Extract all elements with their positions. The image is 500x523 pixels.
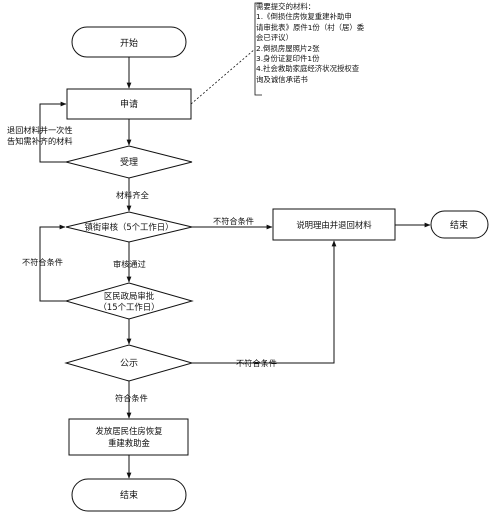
approve-label-line1: 区民政局审批: [104, 291, 155, 301]
approve-label-line2: （15个工作日）: [99, 302, 160, 312]
explain-return-label: 说明理由并退回材料: [296, 220, 372, 230]
start-label: 开始: [120, 37, 138, 49]
apply-box: [66, 88, 192, 120]
note-line-4: 2.倒损房屋照片2张: [256, 43, 320, 53]
issue-label-line1: 发放居民住房恢复: [96, 426, 164, 436]
note-line-5: 3.身份证复印件1份: [256, 54, 320, 64]
not-meet-public-label: 不符合条件: [236, 358, 277, 368]
end-label: 结束: [120, 489, 138, 501]
return-note-line1: 退回材料并一次性: [7, 125, 73, 135]
note-connector: [190, 48, 256, 105]
meets-label: 符合条件: [115, 393, 148, 403]
arrow-approve-reject-loop: [39, 224, 66, 302]
note-line-7: 询及诚信承诺书: [256, 74, 308, 84]
note-line-3: 会已评议）: [256, 33, 293, 43]
return-note-line2: 告知需补齐的材料: [7, 136, 73, 146]
end-right-label: 结束: [450, 219, 468, 231]
note-title: 需要提交的材料：: [256, 2, 316, 11]
approve-decision: [64, 282, 194, 320]
issue-label-line2: 重建救助金: [108, 438, 150, 448]
end-terminal: [71, 478, 187, 512]
accept-label: 受理: [120, 156, 138, 168]
required-materials-note: 需要提交的材料： 1.《倒损住房恢复重建补助申 请审批表》原件1份（村（居）委 …: [256, 2, 378, 85]
materials-complete-label: 材料齐全: [116, 190, 149, 200]
note-line-2: 请审批表》原件1份（村（居）委: [256, 22, 365, 32]
arrow-publicize-reject: [192, 240, 337, 364]
publicize-label: 公示: [120, 358, 138, 369]
note-line-6: 4.社会救助家庭经济状况授权查: [256, 64, 360, 74]
review-label: 镇街审核（5个工作日）: [84, 222, 173, 232]
end-right-terminal: [430, 210, 489, 239]
note-line-1: 1.《倒损住房恢复重建补助申: [256, 12, 352, 22]
issue-box: [68, 418, 189, 456]
not-meet-review-label: 不符合条件: [213, 216, 254, 226]
arrow-accept-return-loop: [39, 101, 67, 163]
review-passed-label: 审核通过: [113, 259, 146, 269]
apply-label: 申请: [120, 98, 138, 110]
not-meet-left-label: 不符合条件: [22, 257, 63, 267]
